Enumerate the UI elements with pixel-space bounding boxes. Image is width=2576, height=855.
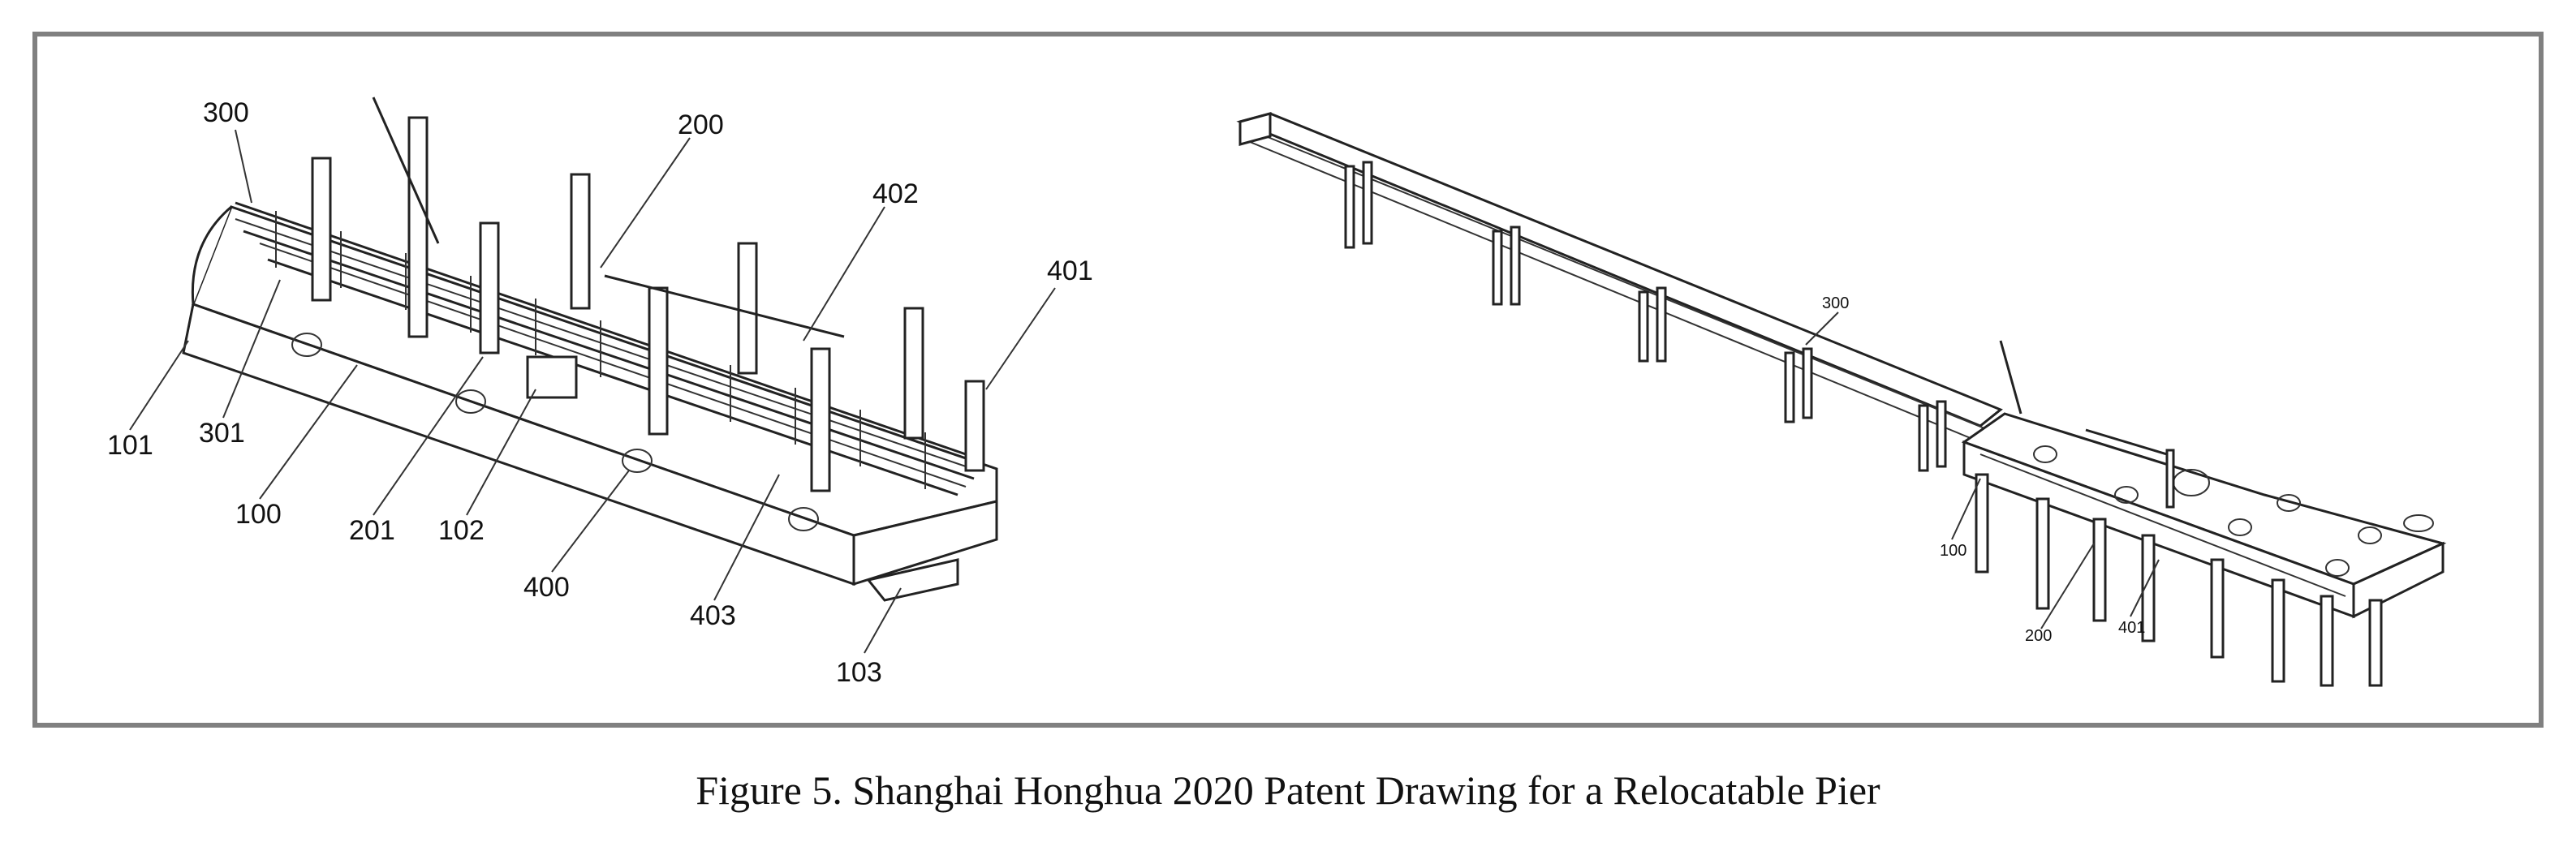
right-drawing-pier-layout: 300 100 200 401	[1236, 112, 2447, 687]
label-101: 101	[107, 430, 153, 461]
label-102: 102	[438, 515, 485, 546]
label-401-right: 401	[2118, 619, 2145, 637]
figure-caption: Figure 5. Shanghai Honghua 2020 Patent D…	[696, 767, 1880, 813]
label-401: 401	[1047, 256, 1093, 286]
label-300: 300	[203, 97, 249, 128]
label-103: 103	[836, 657, 882, 688]
label-200: 200	[678, 110, 724, 140]
label-301: 301	[199, 418, 245, 449]
label-201: 201	[349, 515, 395, 546]
label-200-right: 200	[2025, 627, 2052, 645]
label-400: 400	[523, 572, 570, 603]
label-300-right: 300	[1822, 294, 1849, 312]
label-403: 403	[690, 600, 736, 631]
label-100: 100	[235, 499, 282, 530]
left-drawing-pier-module: 300 200 402 401 101 301 100 201 102 400 …	[107, 97, 1093, 688]
label-402: 402	[872, 178, 919, 209]
label-100-right: 100	[1940, 542, 1966, 560]
patent-figure: 300 200 402 401 101 301 100 201 102 400 …	[32, 32, 2544, 728]
